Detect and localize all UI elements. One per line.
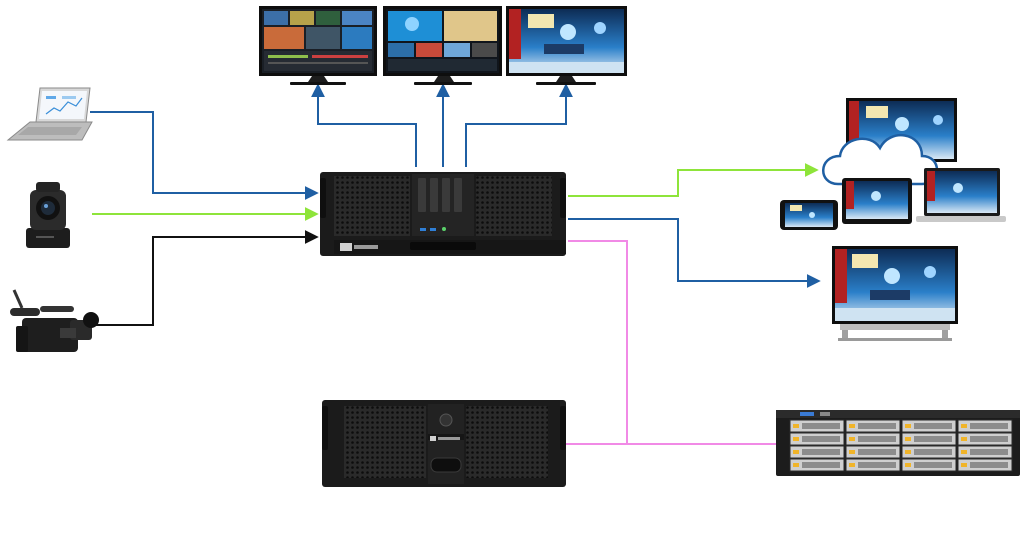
- drive-led: [905, 424, 911, 428]
- drive-led: [961, 437, 967, 441]
- drive-led: [961, 424, 967, 428]
- link-camcorder-to-server: [96, 230, 319, 326]
- drive-bays: [789, 419, 1013, 472]
- drive-handle: [914, 462, 952, 468]
- drive-led: [849, 437, 855, 441]
- monitor-program: [506, 6, 627, 85]
- drive-handle: [970, 449, 1008, 455]
- drive-handle: [802, 436, 840, 442]
- drive-handle: [802, 462, 840, 468]
- link-server-to-storage: [568, 240, 776, 445]
- drive-led: [793, 463, 799, 467]
- drive-handle: [802, 423, 840, 429]
- drive-led: [793, 437, 799, 441]
- drive-handle: [858, 423, 896, 429]
- drive-led: [905, 437, 911, 441]
- drive-led: [961, 450, 967, 454]
- laptop-icon: [6, 87, 93, 141]
- drive-led: [905, 450, 911, 454]
- drive-handle: [914, 423, 952, 429]
- recording-server: [322, 400, 566, 487]
- multiview-grid: [264, 11, 372, 71]
- drive-handle: [970, 462, 1008, 468]
- drive-handle: [802, 449, 840, 455]
- drive-handle: [858, 462, 896, 468]
- monitor-multiview: [259, 6, 377, 85]
- drive-led: [849, 463, 855, 467]
- cloud-icon: [822, 133, 939, 186]
- drive-led: [793, 424, 799, 428]
- drive-handle: [970, 423, 1008, 429]
- link-server-to-monitor-multiview: [311, 83, 417, 167]
- phone-icon: [780, 200, 838, 230]
- link-server-to-monitor-program: [465, 83, 573, 167]
- ptz-camera-icon: [26, 182, 70, 248]
- connections: [90, 83, 821, 445]
- laptop-viewer-icon: [916, 168, 1006, 222]
- camcorder-icon: [10, 289, 99, 352]
- link-server-to-cloud: [568, 163, 819, 197]
- drive-led: [793, 450, 799, 454]
- drive-led: [849, 450, 855, 454]
- drive-led: [961, 463, 967, 467]
- brand-logo-icon: [340, 243, 378, 251]
- drive-led: [905, 463, 911, 467]
- drive-handle: [914, 436, 952, 442]
- monitor-preview: [383, 6, 502, 85]
- link-laptop-to-server: [90, 111, 319, 200]
- drive-handle: [858, 436, 896, 442]
- drive-handle: [914, 449, 952, 455]
- streaming-cloud: [780, 98, 1006, 230]
- drive-handle: [970, 436, 1008, 442]
- link-server-to-tv: [568, 218, 821, 288]
- storage-array-icon: [776, 410, 1020, 476]
- drive-handle: [858, 449, 896, 455]
- tablet-icon: [842, 178, 912, 224]
- brand-logo-icon: [430, 436, 460, 441]
- production-server: [320, 172, 566, 256]
- tv-display: [832, 246, 958, 341]
- drive-led: [849, 424, 855, 428]
